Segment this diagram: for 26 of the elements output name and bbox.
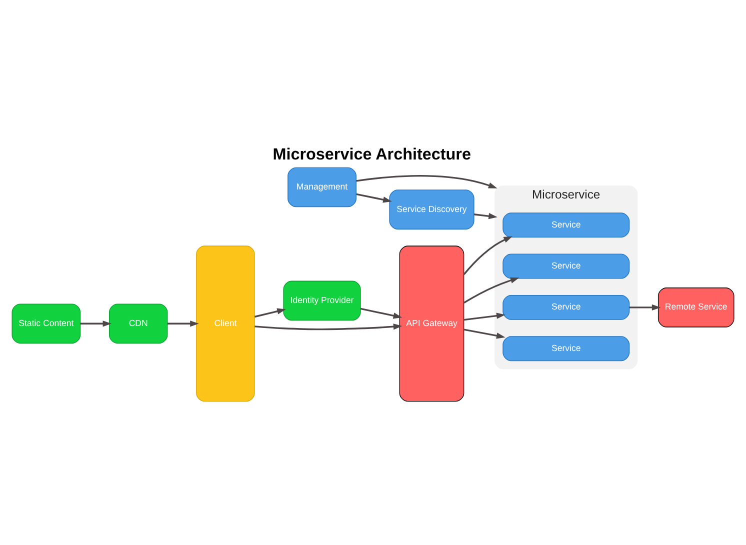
node-box: Service Discovery [389, 189, 474, 229]
node-box: Service [502, 336, 630, 361]
arrow [474, 212, 498, 219]
node-box: Management [288, 166, 356, 207]
arrow [464, 312, 506, 320]
node-box: Static Content [12, 303, 81, 344]
arrow [80, 320, 112, 326]
arrow [168, 320, 199, 326]
arrow [356, 192, 392, 202]
arrow [360, 307, 402, 318]
node-box: CDN [108, 303, 168, 344]
node-box: Service [502, 212, 630, 238]
node-box: API Gateway [399, 245, 464, 402]
arrow [254, 308, 286, 318]
node-box: Service [502, 253, 630, 278]
arrow [629, 304, 661, 310]
node-box: Identity Provider [283, 280, 361, 320]
arrow [356, 174, 498, 188]
arrow [464, 276, 520, 303]
diagram-title: Microservice Architecture [272, 145, 471, 164]
arrow [464, 328, 506, 338]
node-box: Remote Service [658, 287, 734, 327]
node-box: Client [196, 245, 255, 402]
node-box: Service [502, 294, 630, 320]
arrow [463, 236, 513, 274]
arrow [254, 323, 402, 330]
